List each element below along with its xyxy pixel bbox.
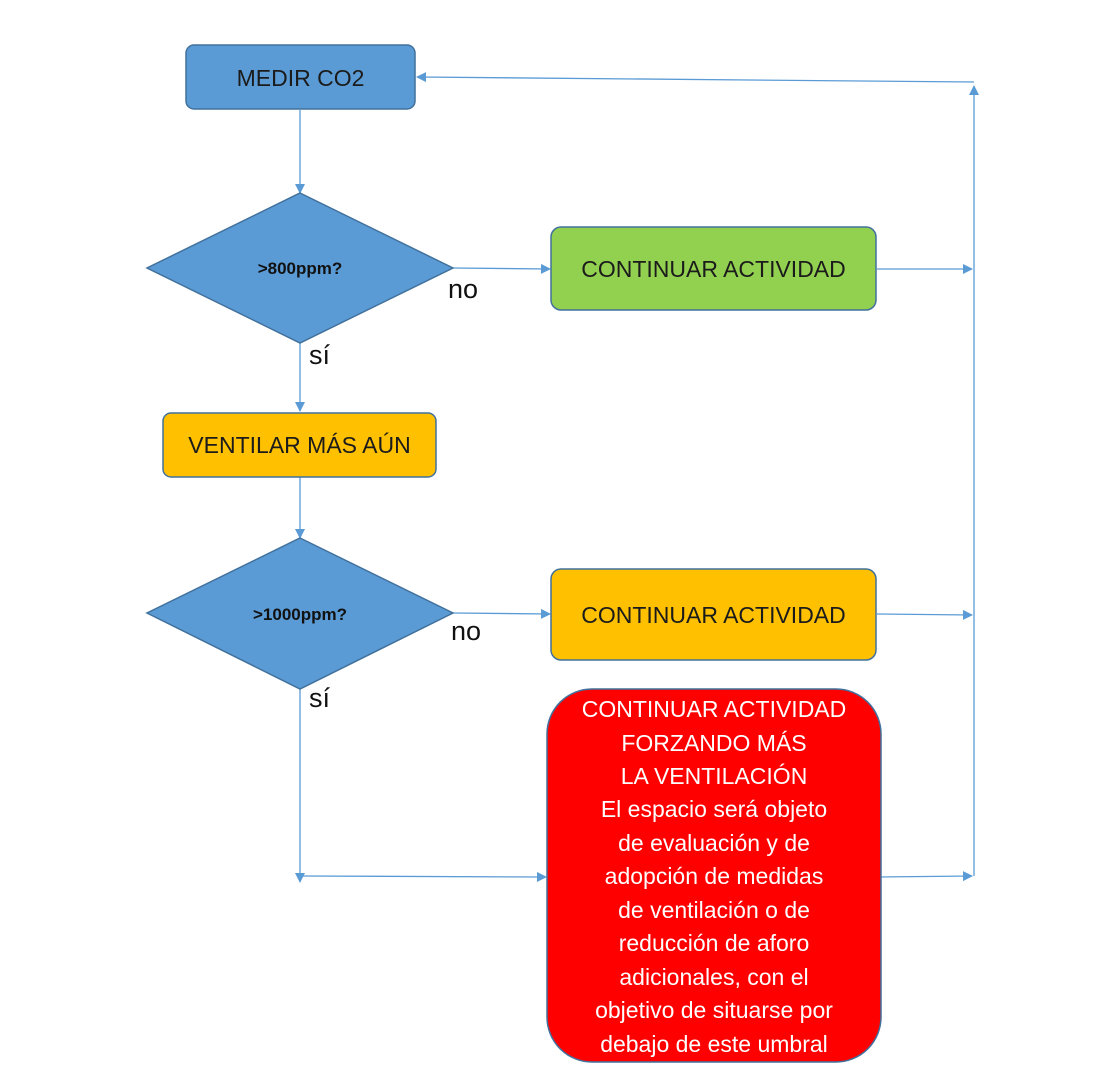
arrow-800-no-to-continue <box>452 263 551 274</box>
node-continue-green: CONTINUAR ACTIVIDAD <box>550 226 877 311</box>
node-continue-amber-label: CONTINUAR ACTIVIDAD <box>581 602 846 628</box>
red-line-10: objetivo de situarse por <box>595 997 833 1023</box>
red-line-9: adicionales, con el <box>619 964 808 990</box>
node-measure-co2-label: MEDIR CO2 <box>237 65 365 91</box>
arrow-1000-no-to-continue <box>452 608 551 619</box>
red-line-6: adopción de medidas <box>605 863 824 889</box>
edge-label-si-800: sí <box>309 340 331 370</box>
red-line-1: CONTINUAR ACTIVIDAD <box>582 696 847 722</box>
arrow-red-to-return <box>880 871 973 882</box>
node-ventilate-more-label: VENTILAR MÁS AÚN <box>188 432 410 458</box>
node-ventilate-more: VENTILAR MÁS AÚN <box>162 412 437 478</box>
edge-label-si-1000: sí <box>309 683 331 713</box>
node-measure-co2: MEDIR CO2 <box>185 44 416 110</box>
edge-label-no-800: no <box>448 274 478 304</box>
node-continue-red: CONTINUAR ACTIVIDAD FORZANDO MÁS LA VENT… <box>546 688 882 1063</box>
connectors <box>295 72 979 883</box>
decision-1000ppm-label: >1000ppm? <box>253 605 347 624</box>
red-line-2: FORZANDO MÁS <box>621 730 806 756</box>
decision-800ppm: >800ppm? <box>145 192 455 344</box>
node-continue-green-label: CONTINUAR ACTIVIDAD <box>581 256 846 282</box>
node-continue-amber: CONTINUAR ACTIVIDAD <box>550 568 877 661</box>
decision-800ppm-label: >800ppm? <box>258 259 343 278</box>
red-line-7: de ventilación o de <box>618 897 810 923</box>
arrow-return-to-measure <box>416 72 975 83</box>
arrow-si-to-red <box>299 871 547 882</box>
decision-1000ppm: >1000ppm? <box>145 537 455 690</box>
red-line-4: El espacio será objeto <box>601 796 827 822</box>
arrow-amber-to-return <box>876 609 973 620</box>
red-line-3: LA VENTILACIÓN <box>621 763 808 789</box>
edge-label-no-1000: no <box>451 616 481 646</box>
red-line-5: de evaluación y de <box>618 830 810 856</box>
red-line-8: reducción de aforo <box>619 930 810 956</box>
red-line-11: debajo de este umbral <box>600 1031 828 1057</box>
